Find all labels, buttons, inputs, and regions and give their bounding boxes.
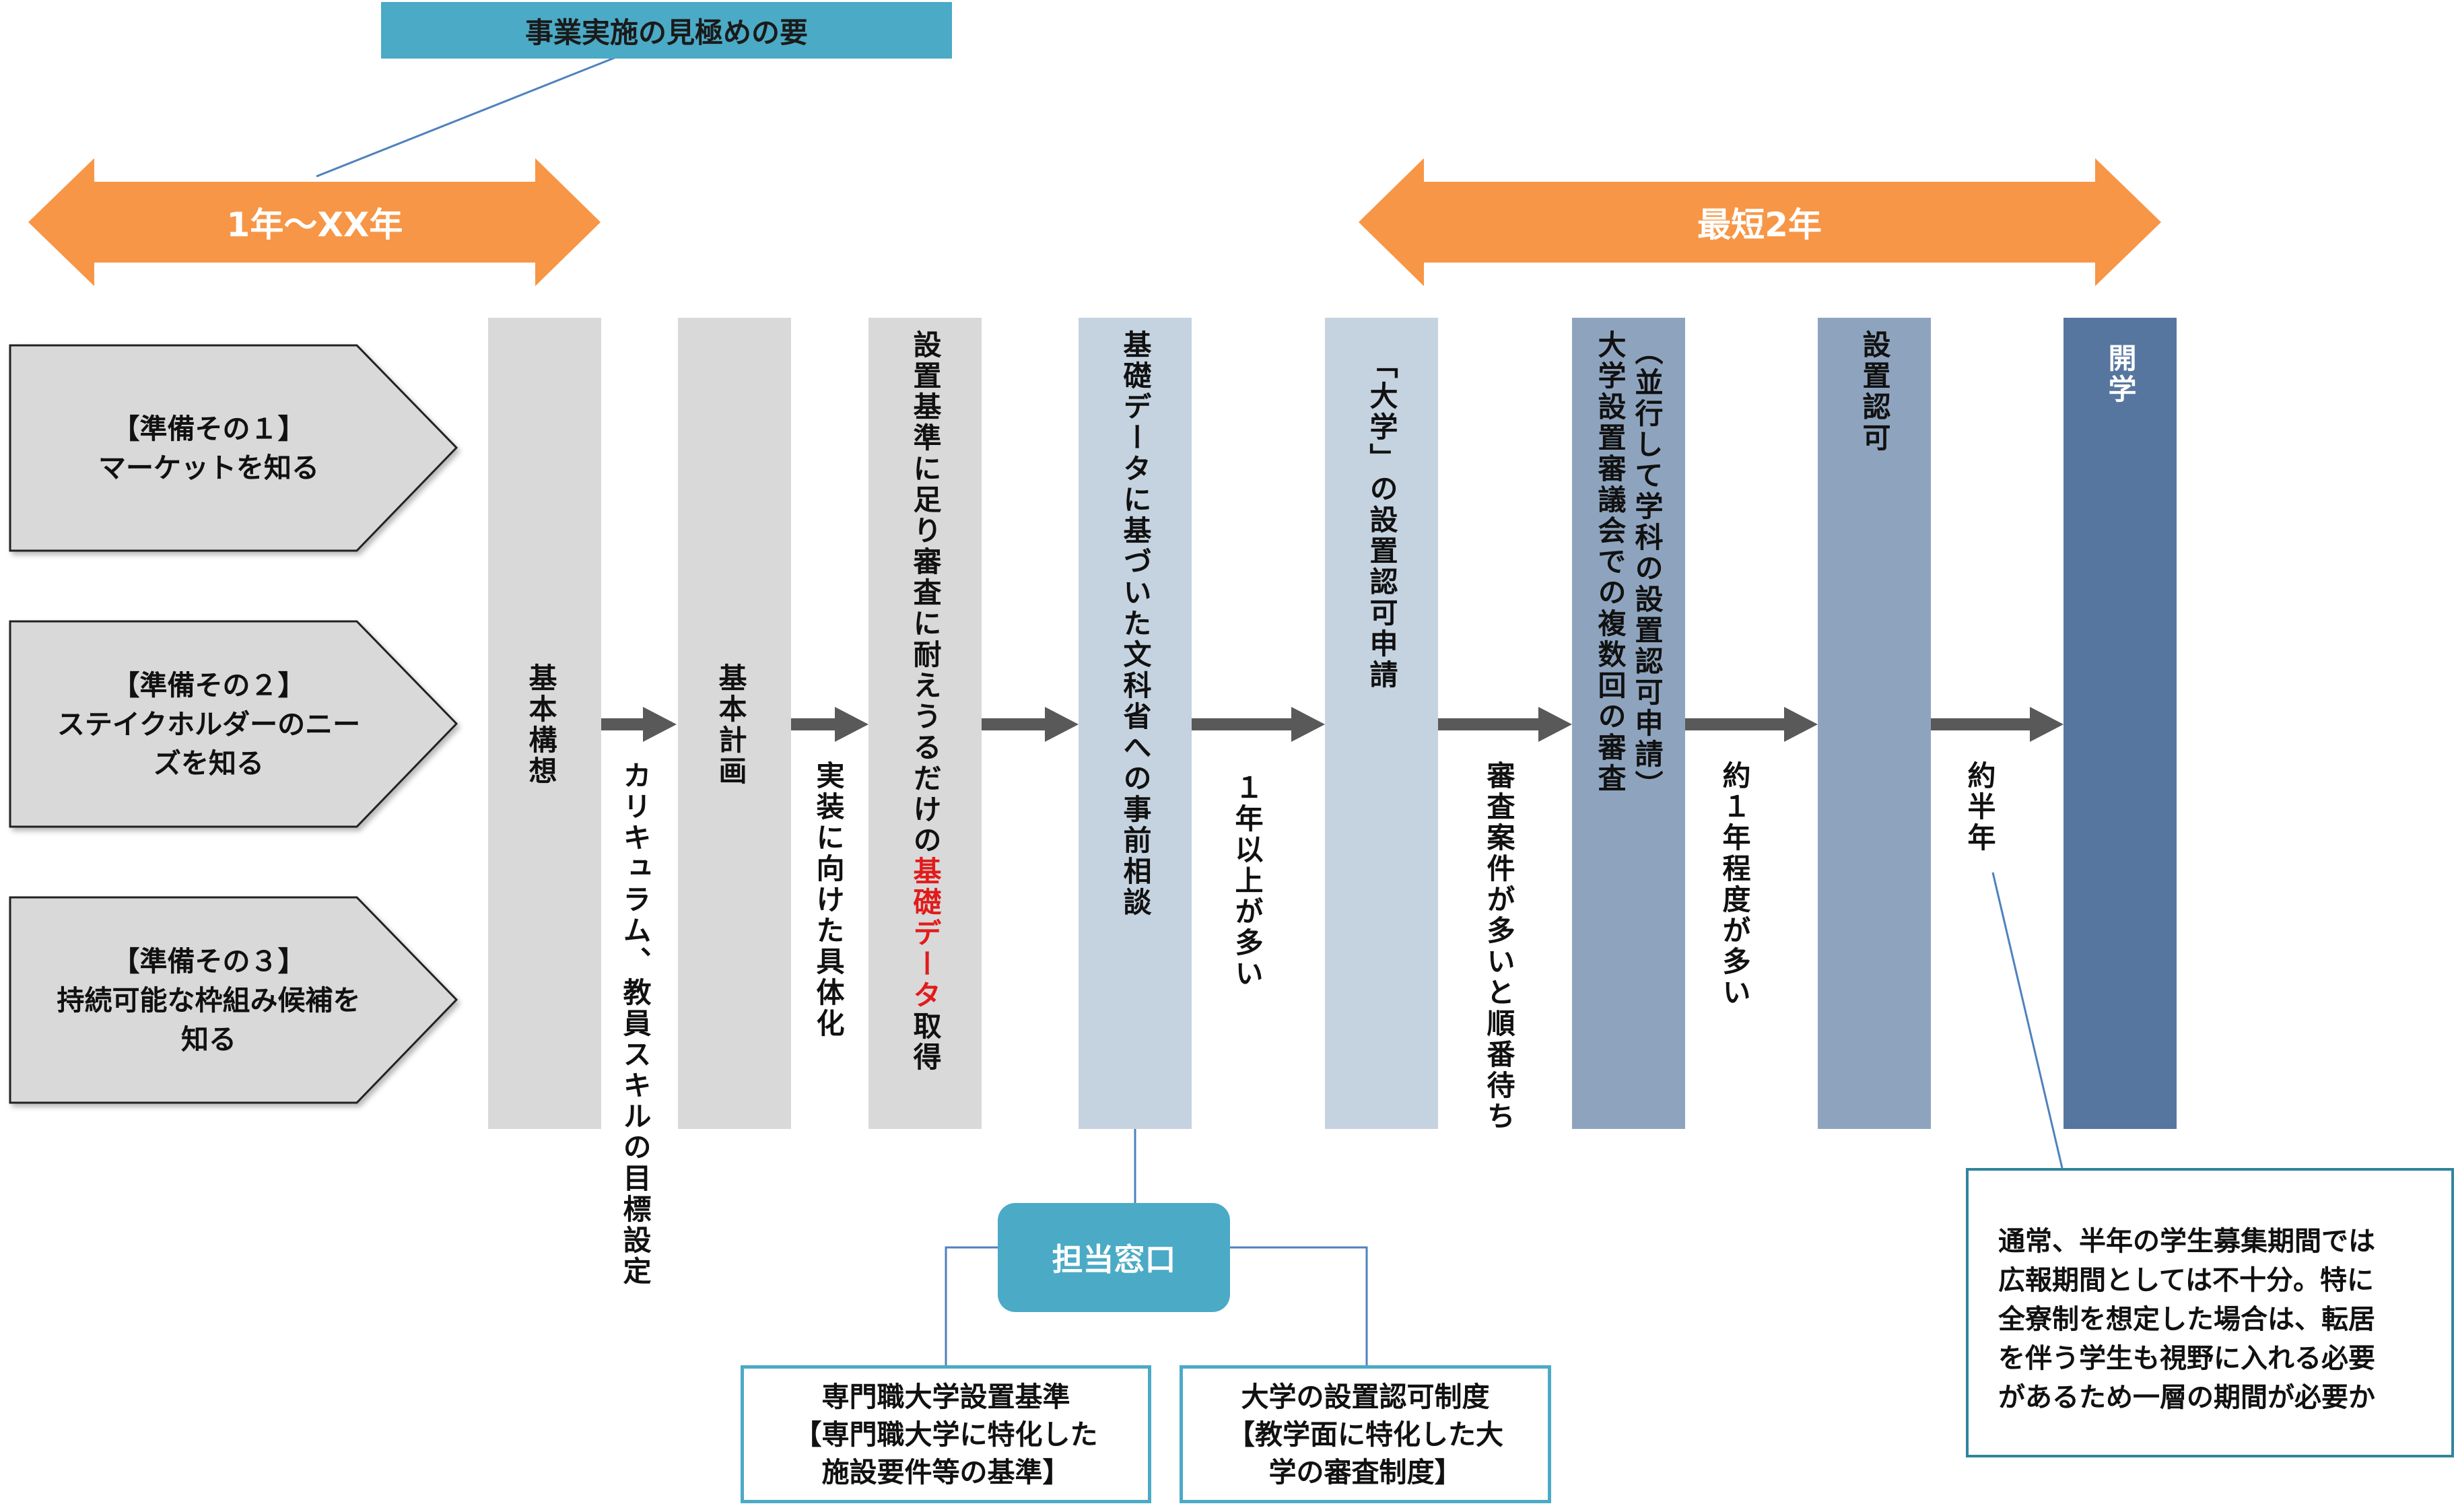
note-line-1: 通常、半年の学生募集期間では	[1998, 1226, 2375, 1257]
note-line-2: 広報期間としては不十分。特に	[1998, 1265, 2374, 1296]
preparation-step-2: 【準備その２】 ステイクホルダーのニー ズを知る	[10, 621, 407, 827]
preparation-step-2-title: 【準備その２】	[112, 668, 306, 701]
preparation-period-arrow	[28, 158, 601, 286]
phase-kiso-data-text-b: 取得	[909, 1011, 942, 1073]
phase-jizen-sodan: 基礎データに基づいた文科省への事前相談	[1119, 330, 1152, 918]
gap-text-5: 約１年程度が多い	[1718, 761, 1751, 1008]
approval-system-box-line-1: 大学の設置認可制度	[1241, 1380, 1490, 1413]
gap-text-3: １年以上が多い	[1231, 773, 1264, 990]
preparation-step-2-text-a: ステイクホルダーのニー	[57, 708, 361, 741]
phase-kiso-data: 設置基準に足り審査に耐えうるだけの基礎データ取得	[906, 330, 944, 1073]
standard-box-line-3: 施設要件等の基準】	[821, 1455, 1070, 1488]
preparation-period-text: 1年〜XX年	[226, 205, 403, 244]
standard-box-line-1: 専門職大学設置基準	[821, 1380, 1070, 1413]
gap-text-4: 審査案件が多いと順番待ち	[1482, 761, 1515, 1132]
approval-system-box: 大学の設置認可制度 【教学面に特化した大 学の審査制度】	[1180, 1365, 1551, 1503]
note-connector	[1991, 872, 2063, 1169]
preparation-step-1-title: 【準備その１】	[112, 412, 306, 445]
preparation-step-3-title: 【準備その３】	[112, 944, 306, 977]
preparation-step-3-text-a: 持続可能な枠組み候補を	[57, 984, 361, 1017]
key-label-box: 事業実施の見極めの要	[381, 2, 952, 59]
phase-column-3	[868, 318, 982, 1129]
gap-text-1: カリキュラム、教員スキルの目標設定	[619, 761, 652, 1287]
phase-shinsei: 「大学」の設置認可申請	[1365, 350, 1398, 691]
phase-shingi: 大学設置審議会での複数回の審査	[1591, 330, 1629, 794]
preparation-step-3-text-b: 知る	[181, 1023, 236, 1056]
phase-kihon-keikaku: 基本計画	[714, 663, 747, 787]
phase-shingi-text: 大学設置審議会での複数回の審査	[1594, 330, 1627, 794]
key-label-connector	[316, 56, 617, 178]
note-line-5: があるため一層の期間が必要か	[1998, 1382, 2375, 1413]
preparation-step-3-shape	[9, 896, 458, 1104]
approval-system-box-line-3: 学の審査制度】	[1268, 1455, 1462, 1488]
gap-text-2: 実装に向けた具体化	[812, 761, 845, 1039]
approval-system-box-line-2: 【教学面に特化した大	[1227, 1418, 1503, 1451]
preparation-step-2-shape	[9, 620, 458, 828]
note-box: 通常、半年の学生募集期間では 広報期間としては不十分。特に 全寮制を想定した場合…	[1966, 1168, 2454, 1457]
contact-window-title: 担当窓口	[1052, 1241, 1176, 1278]
phase-column-1	[488, 318, 601, 1129]
contact-connectors	[945, 1129, 1368, 1365]
flow-arrows	[601, 707, 2063, 742]
phase-column-2	[678, 318, 791, 1129]
preparation-step-2-text-b: ズを知る	[154, 747, 264, 780]
phase-column-7	[1818, 318, 1931, 1129]
key-label-text: 事業実施の見極めの要	[524, 15, 808, 49]
phase-kiso-data-text-a: 設置基準に足り審査に耐えうるだけの	[909, 330, 942, 856]
preparation-step-1-shape	[9, 344, 458, 552]
phase-kiso-data-highlight: 基礎データ	[909, 856, 942, 1011]
preparation-step-1-text: マーケットを知る	[98, 451, 319, 484]
note-line-4: を伴う学生も視野に入れる必要	[1998, 1343, 2375, 1374]
approval-period-arrow	[1359, 158, 2161, 286]
phase-kihon-koso: 基本構想	[524, 663, 557, 787]
preparation-period-label: 1年〜XX年	[94, 195, 535, 249]
contact-window-box: 担当窓口	[998, 1203, 1230, 1312]
approval-period-label: 最短2年	[1424, 195, 2095, 249]
phase-column-5	[1325, 318, 1438, 1129]
phase-column-8	[2063, 318, 2177, 1129]
preparation-step-3: 【準備その３】 持続可能な枠組み候補を 知る	[10, 897, 407, 1103]
gap-text-6: 約半年	[1963, 761, 1996, 854]
phase-column-4	[1079, 318, 1192, 1129]
standard-box: 専門職大学設置基準 【専門職大学に特化した 施設要件等の基準】	[741, 1365, 1151, 1503]
note-line-3: 全寮制を想定した場合は、転居	[1998, 1304, 2375, 1335]
phase-kaigaku: 開学	[2104, 343, 2137, 405]
standard-box-line-2: 【専門職大学に特化した	[794, 1418, 1098, 1451]
phase-column-6	[1572, 318, 1685, 1129]
phase-ninka: 設置認可	[1858, 330, 1891, 454]
preparation-step-1: 【準備その１】 マーケットを知る	[10, 345, 407, 551]
approval-period-text: 最短2年	[1697, 205, 1822, 244]
phase-shingi-parallel: （並行して学科の設置認可申請）	[1631, 337, 1664, 801]
